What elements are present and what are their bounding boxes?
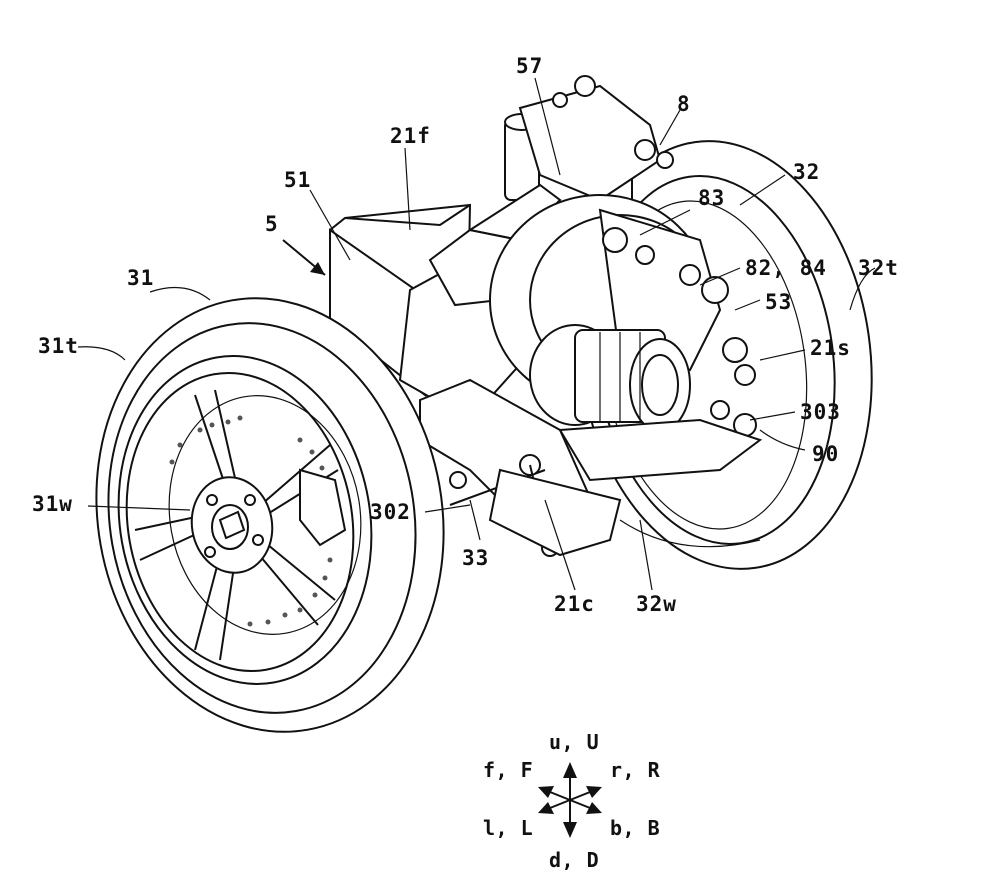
label-5: 5 (265, 212, 279, 236)
label-302: 302 (370, 500, 411, 524)
label-31t: 31t (38, 334, 79, 358)
label-32t: 32t (858, 256, 899, 280)
label-21s: 21s (810, 336, 851, 360)
label-21f: 21f (390, 124, 431, 148)
label-83: 83 (698, 186, 726, 210)
label-82-84: 82, 84 (745, 256, 827, 280)
label-8: 8 (677, 92, 691, 116)
label-31: 31 (127, 266, 155, 290)
label-31w: 31w (32, 492, 73, 516)
label-21c: 21c (554, 592, 595, 616)
wheel-31 (95, 297, 445, 733)
label-53: 53 (765, 290, 793, 314)
label-32: 32 (793, 160, 821, 184)
label-303: 303 (800, 400, 841, 424)
direction-down-label: d, D (549, 848, 600, 872)
direction-compass (538, 762, 602, 838)
arrow-5 (282, 239, 326, 276)
label-90: 90 (812, 442, 840, 466)
label-32w: 32w (636, 592, 677, 616)
leader-lines (77, 77, 876, 591)
label-57: 57 (516, 54, 544, 78)
direction-back-label: b, B (610, 816, 661, 840)
direction-right-label: r, R (610, 758, 661, 782)
label-51: 51 (284, 168, 312, 192)
frame-body (329, 75, 763, 557)
direction-left-label: l, L (483, 816, 534, 840)
direction-front-label: f, F (483, 758, 534, 782)
direction-up-label: u, U (549, 730, 600, 754)
label-33: 33 (462, 546, 490, 570)
